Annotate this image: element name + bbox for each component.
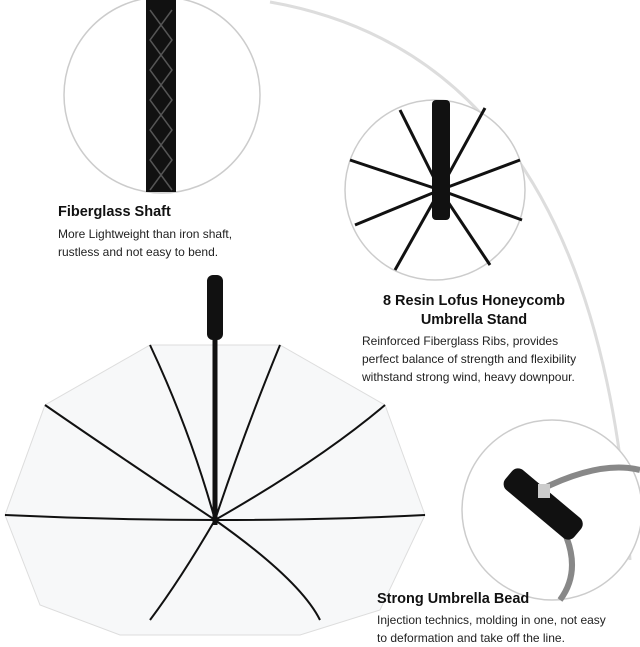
feature-desc-bead: Injection technics, molding in one, not …: [377, 611, 606, 647]
umbrella-image: [4, 275, 426, 636]
feature-title-bead: Strong Umbrella Bead: [377, 591, 530, 607]
desc-line: rustless and not easy to bend.: [58, 245, 219, 259]
feature-title-stand: 8 Resin Lofus Honeycomb Umbrella Stand: [360, 292, 588, 330]
desc-line: perfect balance of strength and flexibil…: [362, 352, 577, 366]
feature-title-shaft: Fiberglass Shaft: [58, 204, 171, 220]
desc-line: to deformation and take off the line.: [377, 631, 565, 645]
bead-detail-image: [461, 419, 640, 602]
decorative-arc: [269, 0, 632, 561]
feature-desc-shaft: More Lightweight than iron shaft, rustle…: [58, 225, 232, 261]
shaft-detail-image: [63, 0, 261, 194]
rib-stand-detail-image: [344, 99, 526, 281]
desc-line: Injection technics, molding in one, not …: [377, 613, 606, 627]
desc-line: More Lightweight than iron shaft,: [58, 227, 233, 241]
desc-line: Reinforced Fiberglass Ribs, provides: [362, 334, 559, 348]
feature-desc-stand: Reinforced Fiberglass Ribs, provides per…: [362, 332, 576, 386]
desc-line: withstand strong wind, heavy downpour.: [362, 370, 575, 384]
title-line: Umbrella Stand: [420, 312, 528, 328]
title-line: 8 Resin Lofus Honeycomb: [382, 293, 566, 309]
